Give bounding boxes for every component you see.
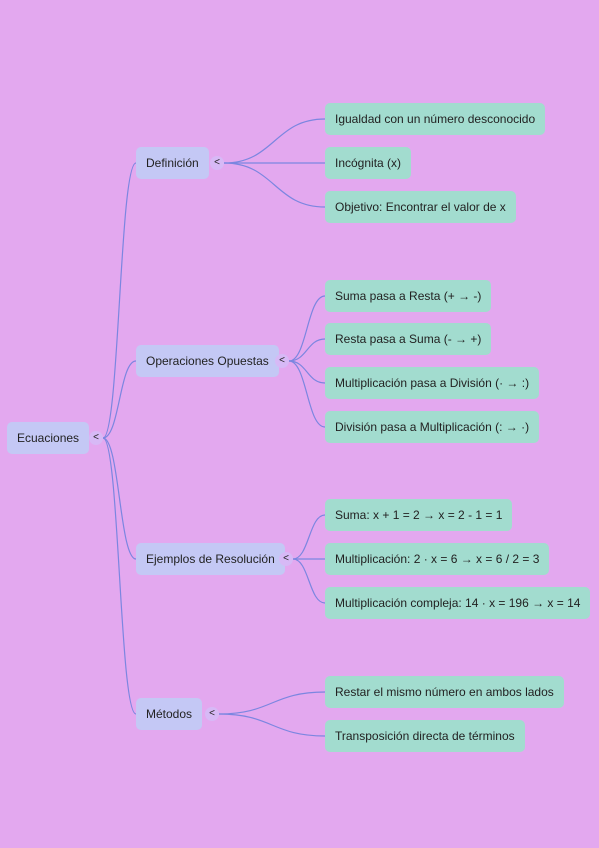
branch-to-leaf-connector bbox=[218, 691, 326, 715]
leaf-node[interactable]: Multiplicación: 2 · x = 6 → x = 6 / 2 = … bbox=[325, 543, 550, 575]
leaf-node[interactable]: Multiplicación compleja: 14 · x = 196 → … bbox=[325, 587, 591, 619]
branch-to-leaf-connector bbox=[288, 360, 326, 384]
root-to-branch-connector bbox=[102, 437, 137, 715]
leaf-node[interactable]: Suma: x + 1 = 2 → x = 2 - 1 = 1 bbox=[325, 499, 513, 531]
branch-label: Ejemplos de Resolución bbox=[146, 552, 275, 566]
branch-node-ejemplos-de-resolucion[interactable]: Ejemplos de Resolución bbox=[136, 543, 285, 575]
leaf-node[interactable]: Transposición directa de términos bbox=[325, 720, 525, 752]
branch-operaciones-collapse-toggle[interactable]: < bbox=[275, 354, 289, 368]
leaf-label: Igualdad con un número desconocido bbox=[335, 112, 536, 126]
leaf-label: Multiplicación: 2 · x = 6 → x = 6 / 2 = … bbox=[335, 552, 540, 566]
leaf-node[interactable]: Incógnita (x) bbox=[325, 147, 412, 179]
leaf-label: Suma: x + 1 = 2 → x = 2 - 1 = 1 bbox=[335, 508, 503, 522]
leaf-node[interactable]: Restar el mismo número en ambos lados bbox=[325, 676, 564, 708]
leaf-label: Transposición directa de términos bbox=[335, 729, 515, 743]
leaf-node[interactable]: Igualdad con un número desconocido bbox=[325, 103, 546, 135]
leaf-node[interactable]: Suma pasa a Resta (+ → -) bbox=[325, 280, 492, 312]
branch-label: Métodos bbox=[146, 707, 193, 721]
branch-label: Operaciones Opuestas bbox=[146, 354, 269, 368]
root-to-branch-connector bbox=[102, 162, 137, 439]
leaf-node[interactable]: División pasa a Multiplicación (: → ·) bbox=[325, 411, 540, 443]
root-collapse-toggle[interactable]: < bbox=[89, 431, 103, 445]
leaf-node[interactable]: Multiplicación pasa a División (· → :) bbox=[325, 367, 540, 399]
branch-ejemplos-collapse-toggle[interactable]: < bbox=[279, 552, 293, 566]
root-label: Ecuaciones bbox=[17, 431, 80, 445]
branch-to-leaf-connector bbox=[288, 295, 326, 362]
branch-label: Definición bbox=[146, 156, 199, 170]
branch-metodos-collapse-toggle[interactable]: < bbox=[205, 707, 219, 721]
leaf-node[interactable]: Objetivo: Encontrar el valor de x bbox=[325, 191, 516, 223]
branch-to-leaf-connector bbox=[292, 514, 326, 560]
branch-to-leaf-connector bbox=[223, 118, 326, 164]
branch-to-leaf-connector bbox=[223, 162, 326, 208]
leaf-label: Suma pasa a Resta (+ → -) bbox=[335, 289, 482, 303]
branch-to-leaf-connector bbox=[292, 558, 326, 604]
leaf-label: Incógnita (x) bbox=[335, 156, 402, 170]
branch-node-metodos[interactable]: Métodos bbox=[136, 698, 203, 730]
branch-to-leaf-connector bbox=[218, 713, 326, 737]
branch-node-definicion[interactable]: Definición bbox=[136, 147, 209, 179]
leaf-label: División pasa a Multiplicación (: → ·) bbox=[335, 420, 530, 434]
branch-to-leaf-connector bbox=[288, 338, 326, 362]
root-node-ecuaciones[interactable]: Ecuaciones bbox=[7, 422, 90, 454]
leaf-label: Multiplicación pasa a División (· → :) bbox=[335, 376, 530, 390]
root-to-branch-connector bbox=[102, 360, 137, 439]
leaf-node[interactable]: Resta pasa a Suma (- → +) bbox=[325, 323, 492, 355]
leaf-label: Restar el mismo número en ambos lados bbox=[335, 685, 554, 699]
leaf-label: Objetivo: Encontrar el valor de x bbox=[335, 200, 506, 214]
branch-to-leaf-connector bbox=[288, 360, 326, 428]
branch-definicion-collapse-toggle[interactable]: < bbox=[210, 156, 224, 170]
branch-node-operaciones-opuestas[interactable]: Operaciones Opuestas bbox=[136, 345, 279, 377]
root-to-branch-connector bbox=[102, 437, 137, 560]
leaf-label: Multiplicación compleja: 14 · x = 196 → … bbox=[335, 596, 581, 610]
leaf-label: Resta pasa a Suma (- → +) bbox=[335, 332, 482, 346]
